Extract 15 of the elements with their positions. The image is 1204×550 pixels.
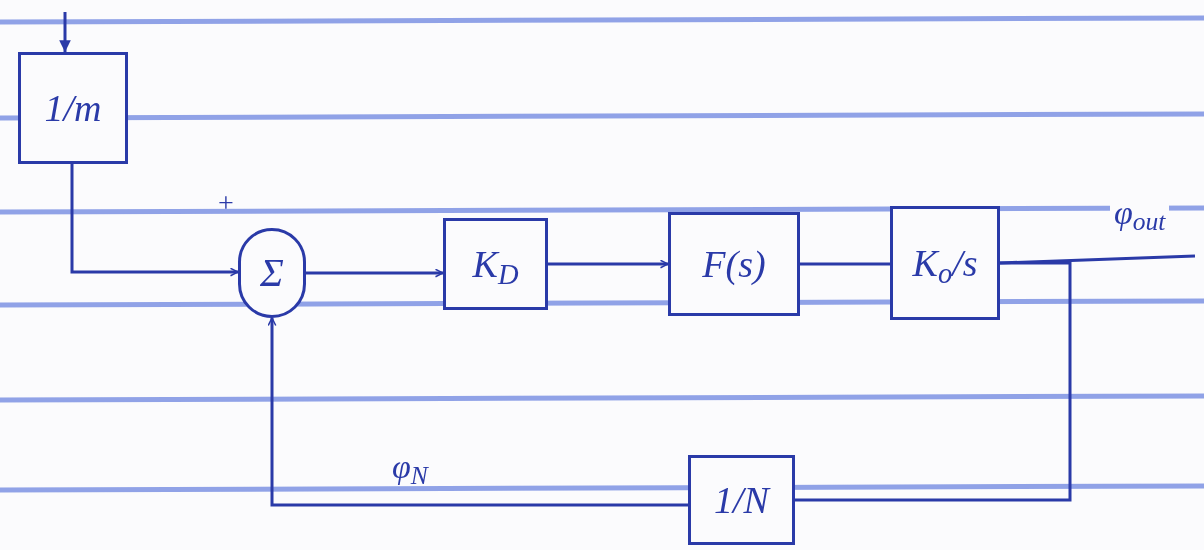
signal-arrow	[267, 317, 688, 507]
transfer-block: 1/m	[18, 52, 128, 164]
summing-junction: Σ	[238, 228, 306, 318]
transfer-block: 1/N	[688, 455, 795, 545]
transfer-block: K$_{o}$/s	[890, 206, 1000, 320]
signal-arrow	[70, 164, 239, 277]
transfer-block: K$_{D}$	[443, 218, 548, 310]
signal-arrow	[306, 268, 444, 278]
signal-arrow	[59, 12, 71, 52]
signal-line	[999, 254, 1196, 265]
transfer-block: F(s)	[668, 212, 800, 316]
sign-label: +	[218, 186, 234, 220]
signal-arrow	[548, 259, 669, 269]
signal-line	[800, 262, 890, 266]
signal-line	[795, 261, 1072, 502]
